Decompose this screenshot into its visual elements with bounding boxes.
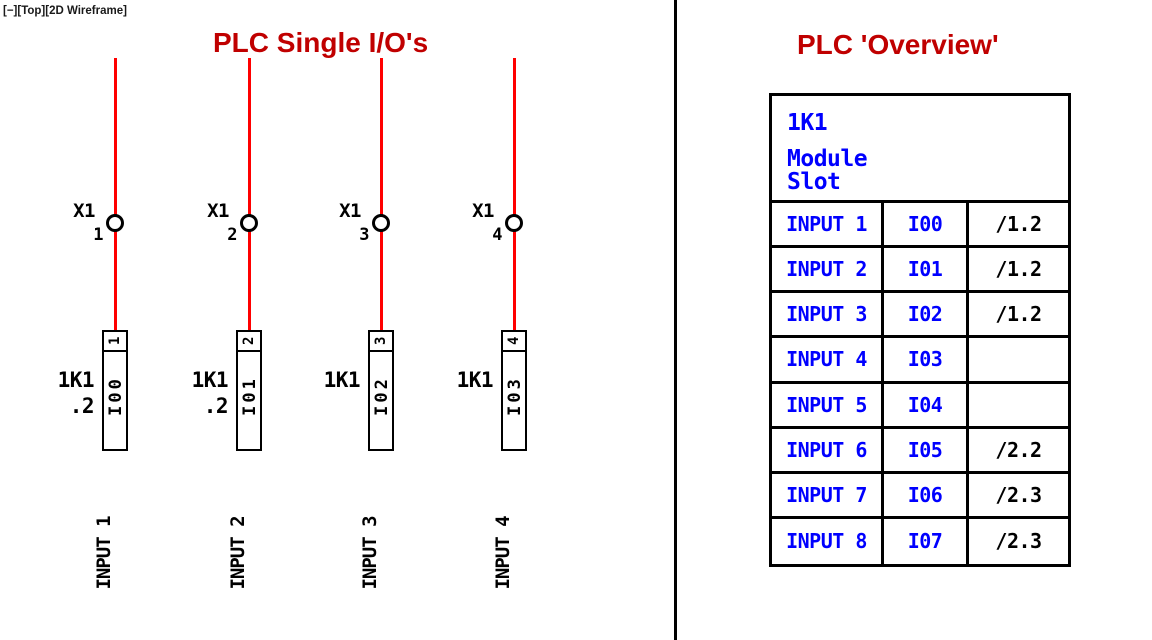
io-address: I03	[504, 376, 525, 416]
terminal-circle	[240, 214, 258, 232]
section-divider-line	[674, 0, 677, 640]
terminal-pin-label: 4	[492, 225, 502, 245]
terminal-strip-label: X1	[339, 200, 361, 222]
right-section-title: PLC 'Overview'	[797, 29, 999, 60]
row-xref: /2.3	[995, 529, 1042, 554]
terminal-circle	[505, 214, 523, 232]
row-xref: /2.2	[995, 437, 1042, 462]
module-point-box	[370, 332, 392, 352]
row-address: I00	[884, 203, 969, 246]
table-row: INPUT 6 I05 /2.2	[772, 428, 1068, 474]
overview-header-line2: Slot	[787, 169, 841, 195]
device-tag: 1K1	[191, 368, 229, 392]
terminal-circle	[106, 214, 124, 232]
wire-line	[247, 58, 251, 330]
row-label: INPUT 6	[772, 428, 884, 471]
device-tag: 1K1	[323, 368, 361, 392]
plc-module-block	[501, 330, 527, 451]
terminal-pin-label: 1	[93, 225, 103, 245]
row-xref	[969, 384, 1068, 426]
row-xref: /1.2	[995, 212, 1042, 237]
row-label: INPUT 2	[772, 248, 884, 291]
table-row: INPUT 3 I02 /1.2	[772, 293, 1068, 339]
module-point-number: 4	[506, 337, 522, 345]
plc-module-block	[102, 330, 128, 451]
row-address: I05	[884, 428, 969, 471]
line-reference: .2	[69, 394, 95, 418]
row-address: I01	[884, 248, 969, 291]
input-label: INPUT 2	[227, 516, 249, 590]
row-label: INPUT 4	[772, 338, 884, 381]
input-label: INPUT 3	[359, 516, 381, 590]
io-address: I00	[105, 376, 126, 416]
device-tag: 1K1	[57, 368, 95, 392]
viewport-controls[interactable]: [−][Top][2D Wireframe]	[3, 5, 127, 17]
terminal-pin-label: 3	[359, 225, 369, 245]
overview-header-line1: Module	[787, 146, 868, 172]
module-point-number: 1	[107, 337, 123, 345]
input-label: INPUT 1	[93, 516, 115, 590]
overview-table-header: 1K1 Module Slot	[772, 96, 1068, 203]
row-address: I04	[884, 383, 969, 426]
row-label: INPUT 8	[772, 518, 884, 564]
row-address: I07	[884, 518, 969, 564]
module-point-box	[503, 332, 525, 352]
table-row: INPUT 4 I03	[772, 338, 1068, 384]
module-point-number: 3	[373, 337, 389, 345]
left-section-title: PLC Single I/O's	[213, 27, 429, 58]
row-xref: /2.3	[995, 482, 1042, 507]
row-label: INPUT 1	[772, 203, 884, 246]
overview-table-rows: INPUT 1 I00 /1.2 INPUT 2 I01 /1.2 INPUT …	[772, 203, 1068, 564]
module-point-number: 2	[241, 337, 257, 345]
plc-module-block	[236, 330, 262, 451]
terminal-strip-label: X1	[207, 200, 229, 222]
table-row: INPUT 8 I07 /2.3	[772, 518, 1068, 564]
row-xref: /1.2	[995, 302, 1042, 327]
row-address: I02	[884, 293, 969, 336]
wire-line	[512, 58, 516, 330]
module-point-box	[104, 332, 126, 352]
module-point-box	[238, 332, 260, 352]
table-row: INPUT 1 I00 /1.2	[772, 203, 1068, 249]
row-address: I03	[884, 338, 969, 381]
plc-overview-table: 1K1 Module Slot INPUT 1 I00 /1.2 INPUT 2…	[769, 93, 1071, 567]
table-row: INPUT 7 I06 /2.3	[772, 473, 1068, 519]
row-address: I06	[884, 473, 969, 516]
row-label: INPUT 5	[772, 383, 884, 426]
terminal-pin-label: 2	[227, 225, 237, 245]
io-address: I01	[239, 376, 260, 416]
row-xref: /1.2	[995, 257, 1042, 282]
table-row: INPUT 2 I01 /1.2	[772, 248, 1068, 294]
input-label: INPUT 4	[492, 516, 514, 590]
line-reference: .2	[203, 394, 229, 418]
terminal-circle	[372, 214, 390, 232]
terminal-strip-label: X1	[73, 200, 95, 222]
terminal-strip-label: X1	[472, 200, 494, 222]
wire-line	[379, 58, 383, 330]
wire-line	[113, 58, 117, 330]
device-tag: 1K1	[456, 368, 494, 392]
row-xref	[969, 338, 1068, 380]
table-row: INPUT 5 I04	[772, 383, 1068, 429]
io-address: I02	[371, 376, 392, 416]
plc-module-block	[368, 330, 394, 451]
row-label: INPUT 7	[772, 473, 884, 516]
row-label: INPUT 3	[772, 293, 884, 336]
overview-device-tag: 1K1	[787, 110, 828, 136]
